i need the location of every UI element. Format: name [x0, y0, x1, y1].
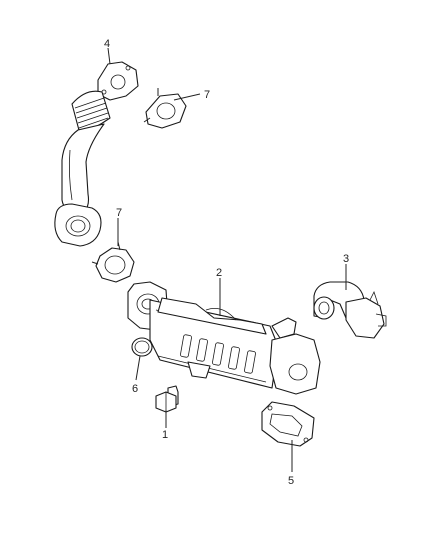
gasket-upper [143, 88, 187, 129]
callout-7-middle: 7 [116, 207, 122, 219]
elbow-connector [313, 281, 387, 339]
leader-lines [107, 47, 347, 472]
o-ring [131, 337, 153, 357]
callout-6: 6 [132, 383, 138, 395]
callout-5: 5 [288, 475, 294, 487]
callout-1: 1 [162, 429, 168, 441]
callout-2: 2 [216, 267, 222, 279]
bolt [155, 385, 179, 413]
callout-3: 3 [343, 253, 349, 265]
callout-4: 4 [104, 38, 110, 50]
callout-7-upper: 7 [204, 89, 210, 101]
egr-cooler [127, 281, 321, 395]
gasket-lower [261, 401, 315, 447]
egr-tube [54, 61, 139, 247]
gasket-middle [91, 241, 135, 283]
